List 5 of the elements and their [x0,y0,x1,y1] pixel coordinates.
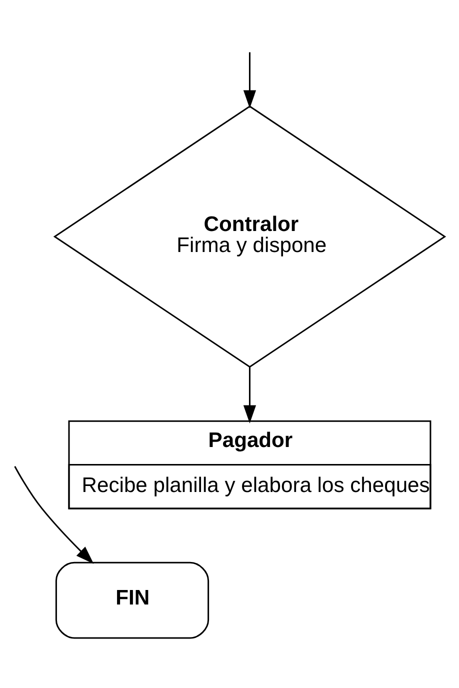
arrow [243,52,256,108]
arrow [14,466,94,564]
node-box: FIN [55,561,210,638]
node-diamond: Contralor Firma y dispone [53,104,446,368]
arrow [243,366,256,423]
